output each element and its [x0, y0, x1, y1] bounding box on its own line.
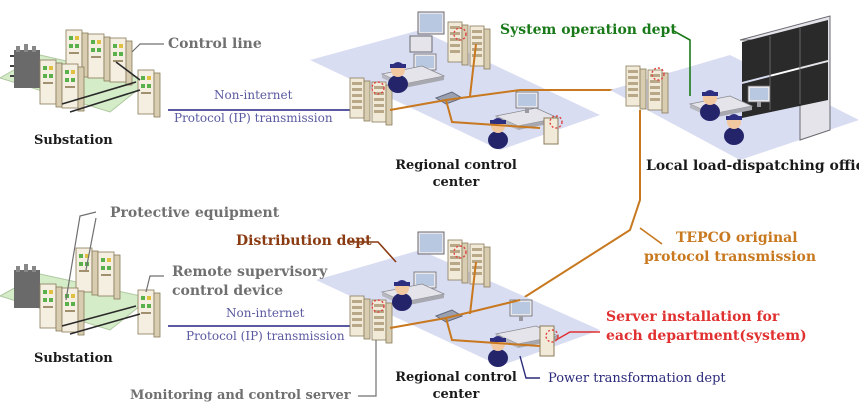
- power-transformation-label: Power transformation dept: [548, 371, 726, 386]
- system-operation-label: System operation dept: [500, 22, 677, 38]
- regional-center-label-top-1: Regional control: [395, 158, 517, 173]
- substation-top: [0, 29, 161, 118]
- remote-device-label-2: control device: [172, 283, 283, 299]
- regional-center-bottom: [316, 231, 600, 367]
- protocol-ip-label-top: Protocol (IP) transmission: [174, 111, 333, 125]
- local-office: [610, 15, 859, 160]
- regional-center-label-top-2: center: [432, 175, 480, 190]
- substation-label-bottom: Substation: [34, 351, 113, 366]
- substation-icon: [14, 264, 40, 308]
- regional-center-label-bottom-2: center: [432, 387, 480, 402]
- monitoring-server-label: Monitoring and control server: [130, 388, 351, 403]
- non-internet-label-top: Non-internet: [214, 88, 293, 102]
- video-wall-icon: [409, 11, 445, 53]
- regional-center-top: [310, 11, 600, 150]
- control-line-label: Control line: [168, 36, 262, 52]
- tepco-label-2: protocol transmission: [644, 249, 817, 265]
- tepco-label-1: TEPCO original: [676, 230, 798, 246]
- substation-icon: [10, 44, 40, 88]
- protective-equipment-label: Protective equipment: [110, 205, 280, 221]
- substation-bottom: [0, 247, 161, 338]
- substation-label-top: Substation: [34, 133, 113, 148]
- non-internet-label-bottom: Non-internet: [226, 306, 305, 320]
- server-install-label-2: each department(system): [606, 328, 807, 344]
- video-wall-icon: [739, 15, 831, 141]
- distribution-label: Distribution dept: [236, 233, 372, 249]
- protocol-ip-label-bottom: Protocol (IP) transmission: [186, 329, 345, 343]
- regional-center-label-bottom-1: Regional control: [395, 370, 517, 385]
- local-office-label: Local load-dispatching office: [646, 158, 859, 174]
- tepco-link: [519, 110, 641, 301]
- remote-device-label-1: Remote supervisory: [172, 264, 328, 280]
- server-install-label-1: Server installation for: [606, 309, 780, 325]
